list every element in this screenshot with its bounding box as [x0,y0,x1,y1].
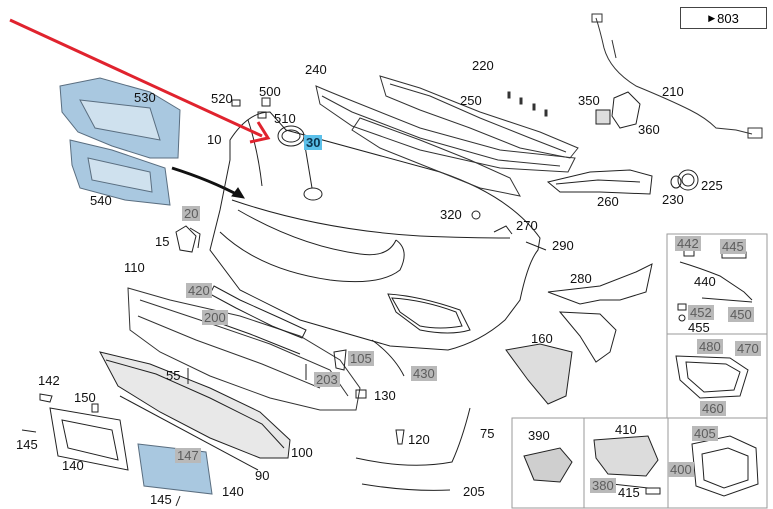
bracket-360 [611,91,641,129]
callout-110: 110 [124,260,145,275]
callout-250: 250 [460,93,482,108]
callout-480[interactable]: 480 [697,339,723,354]
callout-55: 55 [166,368,181,383]
callout-320: 320 [440,207,462,222]
lower-grille-100 [99,351,291,459]
reference-box[interactable]: ▶ 803 [680,7,767,29]
clip-120 [395,429,405,445]
clips-320-270 [471,210,513,235]
callout-290: 290 [552,238,574,253]
emblem-30 [277,125,305,147]
callout-240: 240 [305,62,327,77]
sensor-350 [595,109,611,125]
callout-120: 120 [408,432,430,447]
callout-150: 150 [74,390,96,405]
callout-225: 225 [701,178,723,193]
fasteners-top [231,97,271,119]
strip-290 [525,241,547,251]
callout-400[interactable]: 400 [668,462,694,477]
callout-145a: 145 [16,437,38,452]
callout-390: 390 [528,428,550,443]
callout-130: 130 [374,388,396,403]
callout-452[interactable]: 452 [688,305,714,320]
callout-500: 500 [259,84,281,99]
strips-420-200 [209,285,307,355]
callout-147[interactable]: 147 [175,448,201,463]
callout-520: 520 [211,91,233,106]
air-guide-540 [69,139,171,206]
callout-415: 415 [618,485,640,500]
callout-280: 280 [570,271,592,286]
callout-440: 440 [694,274,716,289]
parts-225-230 [670,169,699,191]
callout-442[interactable]: 442 [675,236,701,251]
callout-205: 205 [463,484,485,499]
callout-360: 360 [638,122,660,137]
callout-230: 230 [662,192,684,207]
callout-160: 160 [531,331,553,346]
inset-grille-410 [593,435,661,495]
callout-410: 410 [615,422,637,437]
chrome-strips-75-205 [355,407,471,491]
bumper-cover-10 [209,111,541,351]
inset-housing-400 [691,435,759,497]
callout-100: 100 [291,445,313,460]
callout-460[interactable]: 460 [700,401,726,416]
callout-470[interactable]: 470 [735,341,761,356]
callout-75: 75 [480,426,495,441]
callout-420[interactable]: 420 [186,283,212,298]
callout-220: 220 [472,58,494,73]
black-arrow-head [231,187,245,199]
callout-15: 15 [155,234,170,249]
strip-90 [119,395,259,471]
callout-10: 10 [207,132,222,147]
bumper-beam-240-250 [315,75,579,197]
clip-130 [355,389,367,399]
play-arrow-icon: ▶ [708,12,716,23]
small-parts-105-203-430 [305,339,405,380]
air-guide-530 [59,77,181,159]
callout-450[interactable]: 450 [728,307,754,322]
callout-510: 510 [274,111,296,126]
brackets-15-20 [175,225,201,253]
callout-210: 210 [662,84,684,99]
callout-90: 90 [255,468,270,483]
callout-540: 540 [90,193,112,208]
screws-142-145 [21,393,181,507]
black-arrow [171,166,241,198]
inset-parts-460-480 [675,355,749,399]
wiring-harness-210 [591,13,763,139]
callout-455: 455 [688,320,710,335]
callout-30[interactable]: 30 [304,135,323,150]
trim-260 [546,169,653,195]
callout-20[interactable]: 20 [182,206,201,221]
side-flap-160 [505,343,573,405]
callout-142: 142 [38,373,60,388]
callout-405[interactable]: 405 [692,426,718,441]
callout-140a: 140 [62,458,84,473]
callout-140b: 140 [222,484,244,499]
callout-260: 260 [597,194,619,209]
callout-105[interactable]: 105 [348,351,374,366]
callout-445[interactable]: 445 [720,239,746,254]
clips-220 [507,91,548,117]
callout-380[interactable]: 380 [590,478,616,493]
clip-150 [91,403,99,413]
inset-grille-390 [523,447,573,483]
callout-145b: 145 [150,492,172,507]
callout-203[interactable]: 203 [314,372,340,387]
callout-530: 530 [134,90,156,105]
plate-bracket-140 [49,407,129,471]
reference-page: 803 [717,10,739,26]
callout-270: 270 [516,218,538,233]
red-pointer-arrow [9,18,271,144]
callout-350: 350 [578,93,600,108]
side-trim-280 [547,263,653,363]
callout-200[interactable]: 200 [202,310,228,325]
callout-430[interactable]: 430 [411,366,437,381]
